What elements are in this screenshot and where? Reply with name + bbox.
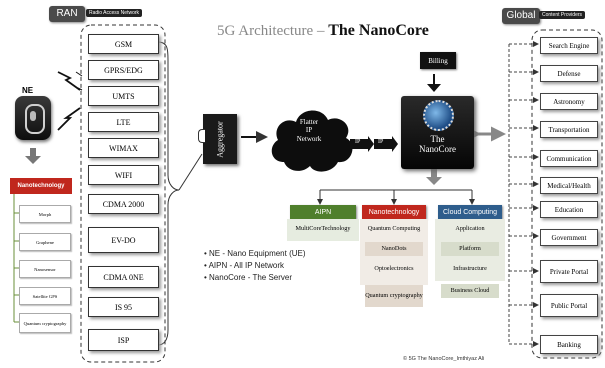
ne-device-icon [15,96,51,140]
global-item-education: Education [540,201,598,218]
ne-tree-item-morph: Morph [19,205,71,223]
title-main: The NanoCore [328,22,429,39]
ran-item-cdma-one: CDMA 0NE [88,266,159,288]
ran-item-gprs: GPRS/EDG [88,60,159,80]
global-item-government: Government [540,229,598,246]
ip-label-2: IP [378,139,384,145]
nanotech-cell-quantum-cryptography: Quantum cryptography [365,285,423,307]
cloud-label: Flatter IP Network [296,118,322,143]
aggregator-box: Aggregator [203,114,237,164]
billing-box: Billing [420,52,456,69]
ip-label-1: IP [355,139,361,145]
global-item-defense: Defense [540,65,598,82]
ne-tree-head: Nanotechnology [10,178,72,194]
ran-item-evdo: EV-DO [88,227,159,253]
global-item-public-portal: Public Portal [540,294,598,317]
global-tab: Global [502,8,540,24]
globe-icon [423,100,454,131]
cloud-computing-header: Cloud Computing [438,205,502,219]
cloud-cell-platform: Platform [441,242,499,256]
cloud-cell-infrastructure: Infrastructure [453,264,487,272]
ran-item-gsm: GSM [88,34,159,54]
ne-tree-item-graphene: Graphene [19,233,71,251]
ran-item-isp: ISP [88,329,159,351]
ran-item-is95: IS 95 [88,297,159,317]
global-tag: Content Providers [539,11,586,19]
aggregator-connector [198,129,205,143]
nanotech-cell-optoelectronics: Optoelectronics [374,264,414,272]
global-item-astronomy: Astronomy [540,93,598,110]
cloud-cell-business-cloud: Business Cloud [441,284,499,298]
aipn-column-bg [287,219,359,241]
nanotech-cell-quantum-computing: Quantum Computing [367,225,421,233]
diagram-title: 5G Architecture – The NanoCore [217,22,487,40]
aipn-header: AIPN [290,205,356,219]
ip-arrows [350,136,398,152]
global-item-private-portal: Private Portal [540,260,598,283]
cloud-cell-application: Application [455,224,485,232]
ne-tree-item-quantum: Quantum cryptography [19,313,71,333]
ne-tree-item-nanosensor: Nanosensor [19,260,71,278]
title-prefix: 5G Architecture – [217,23,329,39]
nanotech-header: Nanotechnology [362,205,426,219]
ran-tab: RAN [49,6,85,22]
legend-item-nanocore: • NanoCore - The Server [204,273,293,282]
aggregator-label: Aggregator [215,120,225,158]
ne-tree-item-satellite-gps: Satellite GPS [19,287,71,305]
ran-item-wifi: WIFI [88,165,159,185]
ran-item-umts: UMTS [88,86,159,106]
ran-item-lte: LTE [88,112,159,132]
legend-item-aipn: • AIPN - All IP Network [204,261,285,270]
legend-item-ne: • NE - Nano Equipment (UE) [204,249,306,258]
ran-tag: Radio Access Network [86,9,143,17]
global-item-banking: Banking [540,335,598,354]
global-item-communication: Communication [540,150,598,167]
global-item-medical-health: Medical/Health [540,177,598,194]
ne-label: NE [22,86,34,95]
ran-item-cdma2000: CDMA 2000 [88,194,159,214]
global-item-transportation: Transportation [540,121,598,138]
global-item-search-engine: Search Engine [540,37,598,54]
copyright-footer: © 5G The NanoCore_Imthiyaz Ali [403,356,485,362]
nanocore-label: The NanoCore [419,134,456,155]
nanotech-cell-nanodots: NanoDots [365,242,423,256]
cloud-icon [271,110,353,172]
aipn-cell-multicore: MultiCoreTechnology [295,224,351,232]
ran-item-wimax: WIMAX [88,138,159,158]
